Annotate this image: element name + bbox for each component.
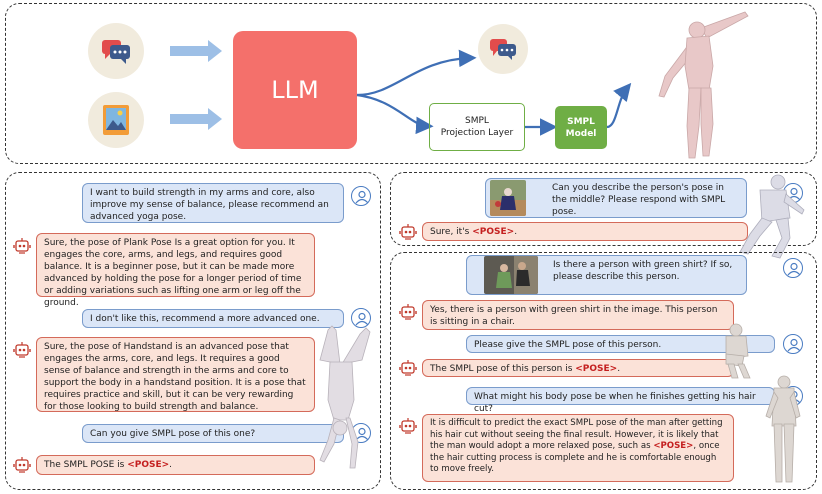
llm-label: LLM [271,76,319,104]
smpl-body-mesh-sitting [725,323,751,379]
robot-icon [12,455,32,475]
smpl-body-mesh-standing [765,375,801,483]
pose-token: <POSE> [472,227,515,237]
pose-token: <POSE> [653,441,694,451]
left-bot-message-1: Sure, the pose of Plank Pose Is a great … [36,233,315,308]
right-bottom-user-message-2: Please give the SMPL pose of this person… [466,335,775,353]
msg-part-2: , once the hair cutting process is compl… [430,441,720,474]
barbershop-photo [484,256,538,294]
right-bottom-bot-message-1: Yes, there is a person with green shirt … [422,300,734,330]
baseball-photo [490,180,526,216]
robot-icon [398,358,418,378]
msg-prefix: The SMPL POSE is [44,460,128,470]
model-label-1: SMPL [567,116,595,127]
output-arrows [356,49,632,136]
pose-token: <POSE> [575,364,618,374]
llm-block: LLM [233,31,357,149]
msg-prefix: Sure, it's [430,227,473,237]
chat-output-icon [478,24,528,74]
right-top-bot-message: Sure, it's <POSE>. [422,222,748,241]
left-user-message-2: I don't like this, recommend a more adva… [82,309,344,328]
image-input-icon [88,92,144,148]
right-top-user-message: Can you describe the person's pose in th… [485,178,747,218]
smpl-body-mesh-handstand [319,325,371,469]
msg-suffix: . [617,364,621,374]
smpl-body-mesh-crouch [739,174,805,259]
right-bottom-user-message-3: What might his body pose be when he fini… [466,387,775,414]
right-top-chat-panel [390,172,817,246]
robot-icon [12,236,32,256]
user-icon [783,258,803,278]
msg-part-1: It is difficult to predict the exact SMP… [430,418,723,451]
left-bot-message-2: Sure, the pose of Handstand is an advanc… [36,337,315,412]
projection-label-2: Projection Layer [440,128,514,138]
left-chat-panel [5,172,381,490]
user-icon [783,334,803,354]
smpl-body-mesh-top [658,11,749,159]
chat-input-icon [88,23,144,79]
user-icon [351,186,371,206]
user-icon [351,308,371,328]
overview-panel [5,3,817,164]
msg-suffix: . [169,460,173,470]
left-user-message-3: Can you give SMPL pose of this one? [82,424,344,443]
model-label-2: Model [565,128,597,139]
msg-suffix: . [514,227,518,237]
robot-icon [398,222,418,242]
smpl-projection-layer: SMPL Projection Layer [429,103,525,151]
right-bottom-bot-message-3: It is difficult to predict the exact SMP… [422,414,734,482]
robot-icon [398,416,418,436]
robot-icon [398,302,418,322]
left-bot-message-3: The SMPL POSE is <POSE>. [36,455,315,475]
left-user-message-1: I want to build strength in my arms and … [82,183,344,223]
right-bottom-chat-panel [390,252,817,490]
msg-prefix: The SMPL pose of this person is [430,364,576,374]
projection-label-1: SMPL [465,116,489,126]
robot-icon [12,340,32,360]
input-arrows [170,40,222,130]
pose-token: <POSE> [127,460,170,470]
smpl-model-block: SMPL Model [555,106,607,149]
right-bottom-bot-message-2: The SMPL pose of this person is <POSE>. [422,359,734,377]
